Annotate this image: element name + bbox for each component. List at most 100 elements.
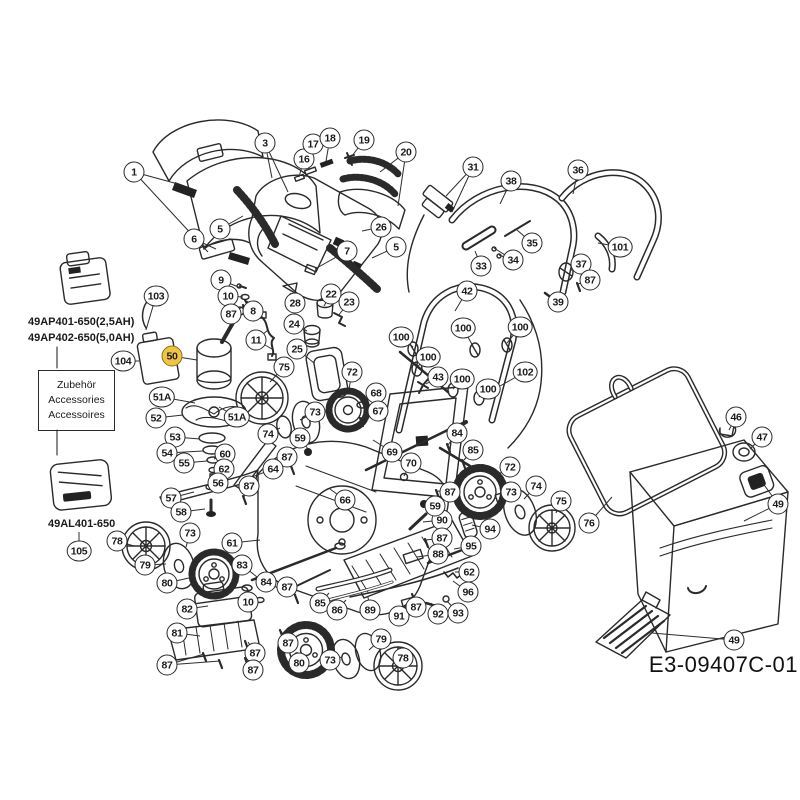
callout-100[interactable]: 100 (415, 346, 441, 368)
callout-38[interactable]: 38 (500, 170, 522, 192)
callout-1[interactable]: 1 (123, 161, 145, 183)
callout-84[interactable]: 84 (446, 422, 468, 444)
callout-88[interactable]: 88 (427, 543, 449, 565)
callout-79[interactable]: 79 (134, 554, 156, 576)
callout-75[interactable]: 75 (273, 356, 295, 378)
callout-100[interactable]: 100 (449, 368, 475, 390)
callout-64[interactable]: 64 (262, 458, 284, 480)
callout-82[interactable]: 82 (176, 598, 198, 620)
callout-26[interactable]: 26 (370, 216, 392, 238)
callout-3[interactable]: 3 (254, 132, 276, 154)
callout-87[interactable]: 87 (238, 475, 260, 497)
callout-87[interactable]: 87 (439, 481, 461, 503)
callout-7[interactable]: 7 (336, 240, 358, 262)
callout-69[interactable]: 69 (381, 441, 403, 463)
battery-model-2: 49AP402-650(5,0AH) (28, 332, 135, 344)
callout-67[interactable]: 67 (367, 400, 389, 422)
callout-58[interactable]: 58 (170, 501, 192, 523)
callout-75[interactable]: 75 (550, 490, 572, 512)
callout-78[interactable]: 78 (106, 530, 128, 552)
callout-84[interactable]: 84 (255, 571, 277, 593)
callout-36[interactable]: 36 (567, 159, 589, 181)
callout-87[interactable]: 87 (156, 654, 178, 676)
callout-103[interactable]: 103 (143, 285, 169, 307)
callout-86[interactable]: 86 (326, 599, 348, 621)
callout-101[interactable]: 101 (607, 236, 633, 258)
callout-87[interactable]: 87 (242, 659, 264, 681)
callout-74[interactable]: 74 (257, 423, 279, 445)
callout-73[interactable]: 73 (319, 649, 341, 671)
callout-100[interactable]: 100 (507, 316, 533, 338)
callout-61[interactable]: 61 (221, 532, 243, 554)
callout-87[interactable]: 87 (579, 269, 601, 291)
callout-46[interactable]: 46 (725, 406, 747, 428)
charger-model-label: 49AL401-650 (48, 518, 116, 530)
callout-102[interactable]: 102 (512, 361, 538, 383)
mulch-plug (595, 591, 671, 659)
callout-100[interactable]: 100 (450, 317, 476, 339)
callout-18[interactable]: 18 (319, 127, 341, 149)
callout-24[interactable]: 24 (283, 313, 305, 335)
callout-56[interactable]: 56 (207, 472, 229, 494)
callout-73[interactable]: 73 (304, 401, 326, 423)
callout-100[interactable]: 100 (475, 378, 501, 400)
callout-42[interactable]: 42 (456, 280, 478, 302)
callout-35[interactable]: 35 (521, 232, 543, 254)
callout-49[interactable]: 49 (723, 629, 745, 651)
callout-62[interactable]: 62 (458, 561, 480, 583)
callout-74[interactable]: 74 (525, 475, 547, 497)
callout-72[interactable]: 72 (341, 361, 363, 383)
callout-93[interactable]: 93 (447, 602, 469, 624)
callout-66[interactable]: 66 (334, 489, 356, 511)
callout-104[interactable]: 104 (110, 350, 136, 372)
callout-87[interactable]: 87 (405, 596, 427, 618)
callout-19[interactable]: 19 (353, 129, 375, 151)
callout-79[interactable]: 79 (370, 628, 392, 650)
callout-28[interactable]: 28 (284, 292, 306, 314)
callout-51a[interactable]: 51A (148, 386, 176, 408)
callout-59[interactable]: 59 (289, 427, 311, 449)
callout-94[interactable]: 94 (479, 518, 501, 540)
callout-47[interactable]: 47 (751, 426, 773, 448)
callout-51a[interactable]: 51A (223, 406, 251, 428)
callout-70[interactable]: 70 (400, 452, 422, 474)
callout-73[interactable]: 73 (500, 481, 522, 503)
accessories-box: Zubehör Accessories Accessoires (38, 370, 115, 431)
callout-89[interactable]: 89 (359, 599, 381, 621)
callout-83[interactable]: 83 (231, 554, 253, 576)
callout-33[interactable]: 33 (470, 255, 492, 277)
callout-8[interactable]: 8 (242, 300, 264, 322)
callout-81[interactable]: 81 (166, 622, 188, 644)
callout-105[interactable]: 105 (66, 540, 92, 562)
callout-87[interactable]: 87 (220, 303, 242, 325)
callout-87[interactable]: 87 (277, 632, 299, 654)
callout-95[interactable]: 95 (460, 535, 482, 557)
callout-80[interactable]: 80 (288, 652, 310, 674)
callout-92[interactable]: 92 (427, 603, 449, 625)
callout-52[interactable]: 52 (145, 407, 167, 429)
callout-50[interactable]: 50 (161, 345, 183, 367)
callout-20[interactable]: 20 (395, 141, 417, 163)
callout-5[interactable]: 5 (209, 218, 231, 240)
callout-80[interactable]: 80 (156, 572, 178, 594)
callout-5[interactable]: 5 (385, 236, 407, 258)
callout-100[interactable]: 100 (388, 326, 414, 348)
callout-39[interactable]: 39 (547, 291, 569, 313)
callout-72[interactable]: 72 (499, 456, 521, 478)
callout-43[interactable]: 43 (427, 366, 449, 388)
callout-87[interactable]: 87 (276, 576, 298, 598)
callout-55[interactable]: 55 (173, 452, 195, 474)
callout-23[interactable]: 23 (338, 291, 360, 313)
callout-85[interactable]: 85 (462, 439, 484, 461)
callout-73[interactable]: 73 (179, 522, 201, 544)
callout-25[interactable]: 25 (286, 338, 308, 360)
callout-76[interactable]: 76 (578, 512, 600, 534)
callout-10[interactable]: 10 (237, 591, 259, 613)
callout-96[interactable]: 96 (457, 581, 479, 603)
callout-78[interactable]: 78 (392, 647, 414, 669)
callout-11[interactable]: 11 (245, 329, 267, 351)
callout-6[interactable]: 6 (183, 228, 205, 250)
callout-31[interactable]: 31 (462, 156, 484, 178)
callout-49[interactable]: 49 (767, 493, 789, 515)
callout-34[interactable]: 34 (502, 249, 524, 271)
